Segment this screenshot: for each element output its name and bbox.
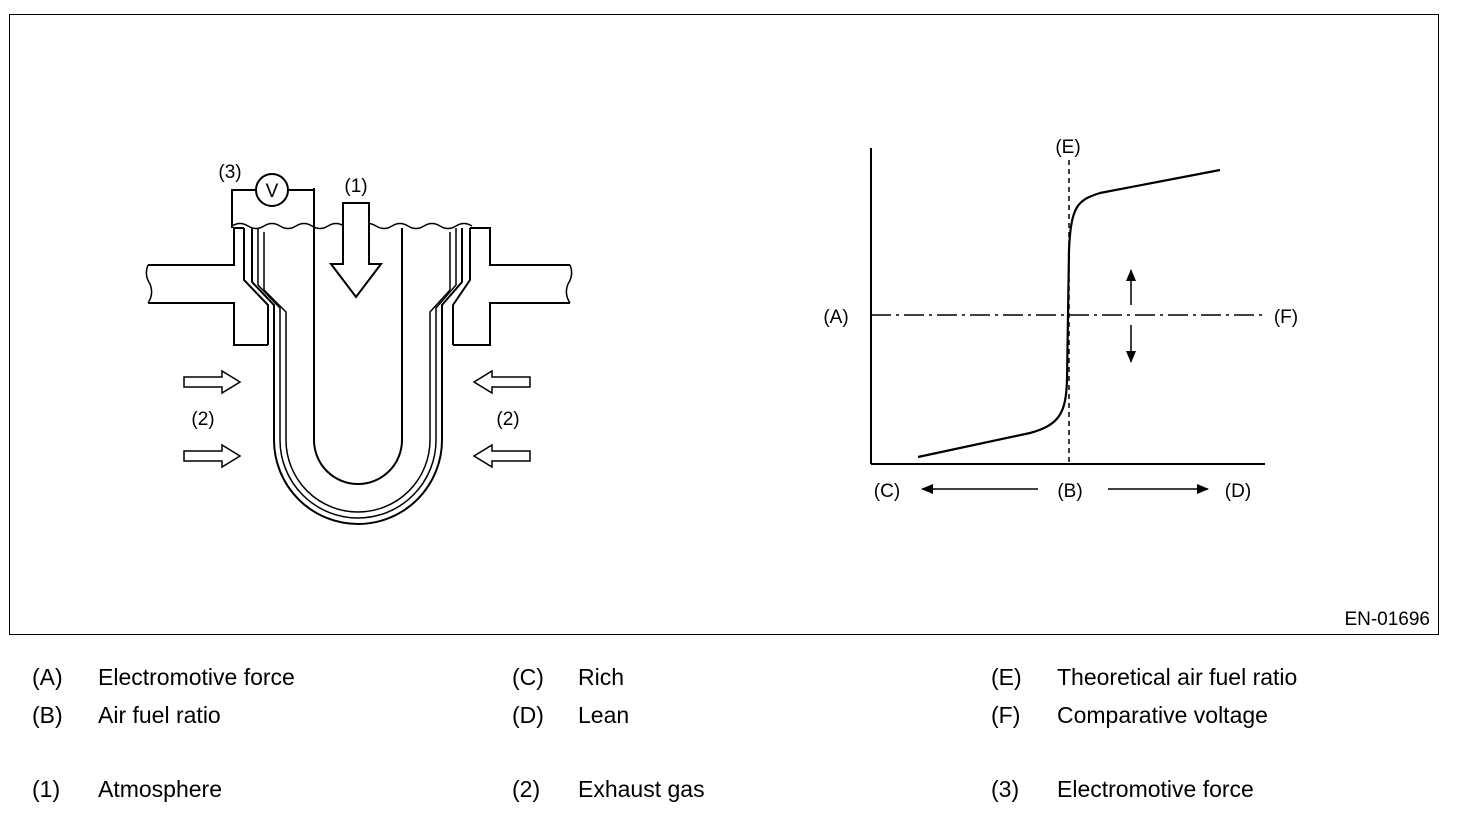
sensor-element-outer — [251, 228, 463, 525]
figure-canvas: V (3) (1) (2) (2) (E) (A) (F) (C) (B) (D… — [145, 137, 1298, 525]
legend-text: Air fuel ratio — [98, 702, 221, 728]
legend-key: (C) — [512, 664, 544, 690]
label-lean: (D) — [1225, 481, 1251, 502]
callout-atmosphere: (1) — [344, 176, 367, 197]
exhaust-arrow-left-upper-icon — [183, 369, 242, 395]
atmosphere-arrow-icon — [328, 202, 384, 299]
callout-exhaust-right: (2) — [496, 409, 519, 430]
output-graph — [870, 148, 1265, 494]
legend-key: (E) — [991, 664, 1022, 690]
legend-text: Electromotive force — [98, 664, 295, 690]
legend-text: Comparative voltage — [1057, 702, 1268, 728]
legend-key: (F) — [991, 702, 1021, 728]
legend-text: Atmosphere — [98, 776, 223, 802]
legend-key: (3) — [991, 776, 1020, 802]
label-rich: (C) — [874, 481, 900, 502]
exhaust-pipe-wall-left — [148, 227, 268, 346]
label-emf-axis: (A) — [823, 307, 848, 328]
legend-key: (A) — [32, 664, 63, 690]
voltmeter-symbol: V — [266, 181, 279, 202]
legend-text: Rich — [578, 664, 625, 690]
exhaust-arrow-right-lower-icon — [472, 443, 531, 469]
figure-frame — [9, 14, 1439, 635]
callout-emf: (3) — [218, 162, 241, 183]
legend-text: Theoretical air fuel ratio — [1057, 664, 1298, 690]
legend-key: (2) — [512, 776, 541, 802]
callout-exhaust-left: (2) — [191, 409, 214, 430]
exhaust-pipe-wall-right — [453, 227, 570, 346]
legend-text: Electromotive force — [1057, 776, 1254, 802]
label-theoretical: (E) — [1055, 137, 1080, 158]
voltmeter-icon — [255, 173, 289, 207]
figure-code: EN-01696 — [1344, 609, 1430, 630]
legend-text: Lean — [578, 702, 630, 728]
oxygen-sensor-diagram — [145, 173, 573, 525]
label-ratio-axis: (B) — [1057, 481, 1082, 502]
exhaust-arrow-right-upper-icon — [472, 369, 531, 395]
legend-key: (D) — [512, 702, 544, 728]
label-comparative: (F) — [1274, 307, 1298, 328]
sensor-element-inner — [313, 188, 403, 485]
legend-key: (1) — [32, 776, 61, 802]
exhaust-arrow-left-lower-icon — [183, 443, 242, 469]
legend-key: (B) — [32, 702, 63, 728]
legend-text: Exhaust gas — [578, 776, 705, 802]
emf-circuit — [231, 189, 314, 228]
output-curve — [917, 168, 1221, 459]
